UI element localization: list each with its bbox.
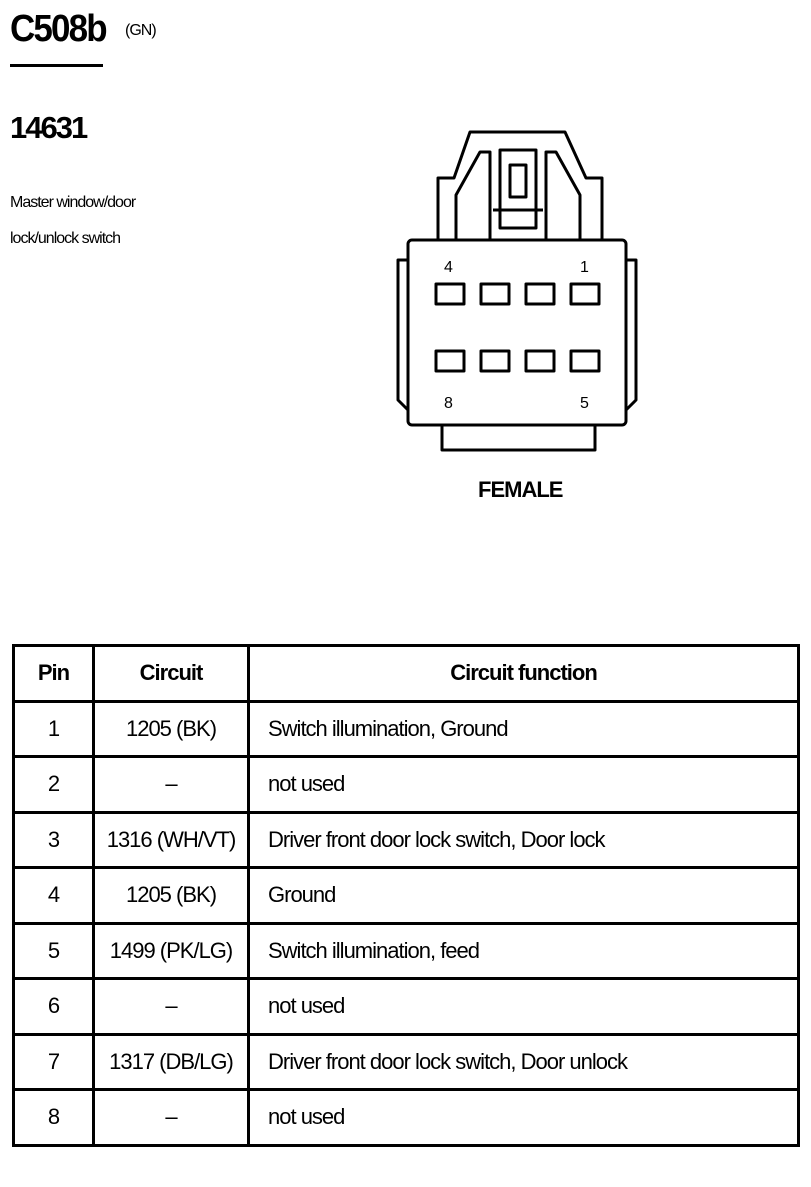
table-row: 7 1317 (DB/LG) Driver front door lock sw… [12, 1032, 800, 1091]
connector-top-inner-right [544, 150, 582, 240]
connector-right-tab [624, 258, 638, 412]
connector-bottom-latch [440, 425, 597, 452]
table-row: 1 1205 (BK) Switch illumination, Ground [12, 699, 800, 758]
cell-pin: 4 [12, 866, 95, 925]
pinout-header-row: Pin Circuit Circuit function [12, 644, 800, 703]
pin-cavity-4 [434, 282, 466, 306]
pin-cavity-1 [569, 282, 601, 306]
connector-top-inner [454, 150, 492, 240]
cell-circuit: – [92, 755, 250, 814]
cell-function: Driver front door lock switch, Door lock [247, 810, 800, 869]
cell-function: not used [247, 1088, 800, 1147]
connector-id-underline [10, 64, 103, 67]
cell-function: not used [247, 755, 800, 814]
description-line-1: Master window/door [10, 194, 136, 211]
cell-function: Switch illumination, Ground [247, 699, 800, 758]
connector-color-code: (GN) [125, 22, 157, 39]
cell-pin: 5 [12, 921, 95, 980]
pin-cavity-5 [569, 349, 601, 373]
cell-pin: 6 [12, 977, 95, 1036]
table-row: 5 1499 (PK/LG) Switch illumination, feed [12, 921, 800, 980]
table-row: 2 – not used [12, 755, 800, 814]
connector-body [406, 238, 628, 427]
cell-pin: 2 [12, 755, 95, 814]
connector-left-tab [396, 258, 410, 412]
cell-function: Ground [247, 866, 800, 925]
pinout-table: Pin Circuit Circuit function 1 1205 (BK)… [12, 644, 800, 1147]
connector-id: C508b [10, 8, 108, 50]
pin-label-8: 8 [444, 395, 453, 412]
cell-function: not used [247, 977, 800, 1036]
cell-circuit: 1316 (WH/VT) [92, 810, 250, 869]
pin-cavity-7 [479, 349, 511, 373]
cell-circuit: 1205 (BK) [92, 699, 250, 758]
table-row: 8 – not used [12, 1088, 800, 1147]
cell-circuit: – [92, 1088, 250, 1147]
cell-circuit: 1205 (BK) [92, 866, 250, 925]
connector-description: Master window/door lock/unlock switch [10, 185, 136, 257]
pin-label-4: 4 [444, 259, 453, 276]
cell-pin: 1 [12, 699, 95, 758]
pin-cavity-6 [524, 349, 556, 373]
pin-cavity-2 [524, 282, 556, 306]
cell-pin: 3 [12, 810, 95, 869]
cell-function: Driver front door lock switch, Door unlo… [247, 1032, 800, 1091]
cell-circuit: 1317 (DB/LG) [92, 1032, 250, 1091]
header-pin: Pin [12, 644, 95, 703]
cell-pin: 8 [12, 1088, 95, 1147]
cell-circuit: 1499 (PK/LG) [92, 921, 250, 980]
table-row: 3 1316 (WH/VT) Driver front door lock sw… [12, 810, 800, 869]
pin-cavity-8 [434, 349, 466, 373]
connector-gender-label: FEMALE [478, 477, 563, 502]
pin-label-1: 1 [580, 259, 589, 276]
cell-circuit: – [92, 977, 250, 1036]
table-row: 4 1205 (BK) Ground [12, 866, 800, 925]
pin-label-5: 5 [580, 395, 589, 412]
part-number: 14631 [10, 110, 88, 145]
connector-face-diagram: 4 1 8 5 [396, 130, 638, 452]
table-row: 6 – not used [12, 977, 800, 1036]
description-line-2: lock/unlock switch [10, 230, 121, 247]
connector-top-housing [436, 130, 604, 240]
cell-function: Switch illumination, feed [247, 921, 800, 980]
connector-lock-slot [508, 163, 528, 199]
header-circuit: Circuit [92, 644, 250, 703]
connector-lock-tab [498, 148, 538, 230]
cell-pin: 7 [12, 1032, 95, 1091]
header-function: Circuit function [247, 644, 800, 703]
pin-cavity-3 [479, 282, 511, 306]
